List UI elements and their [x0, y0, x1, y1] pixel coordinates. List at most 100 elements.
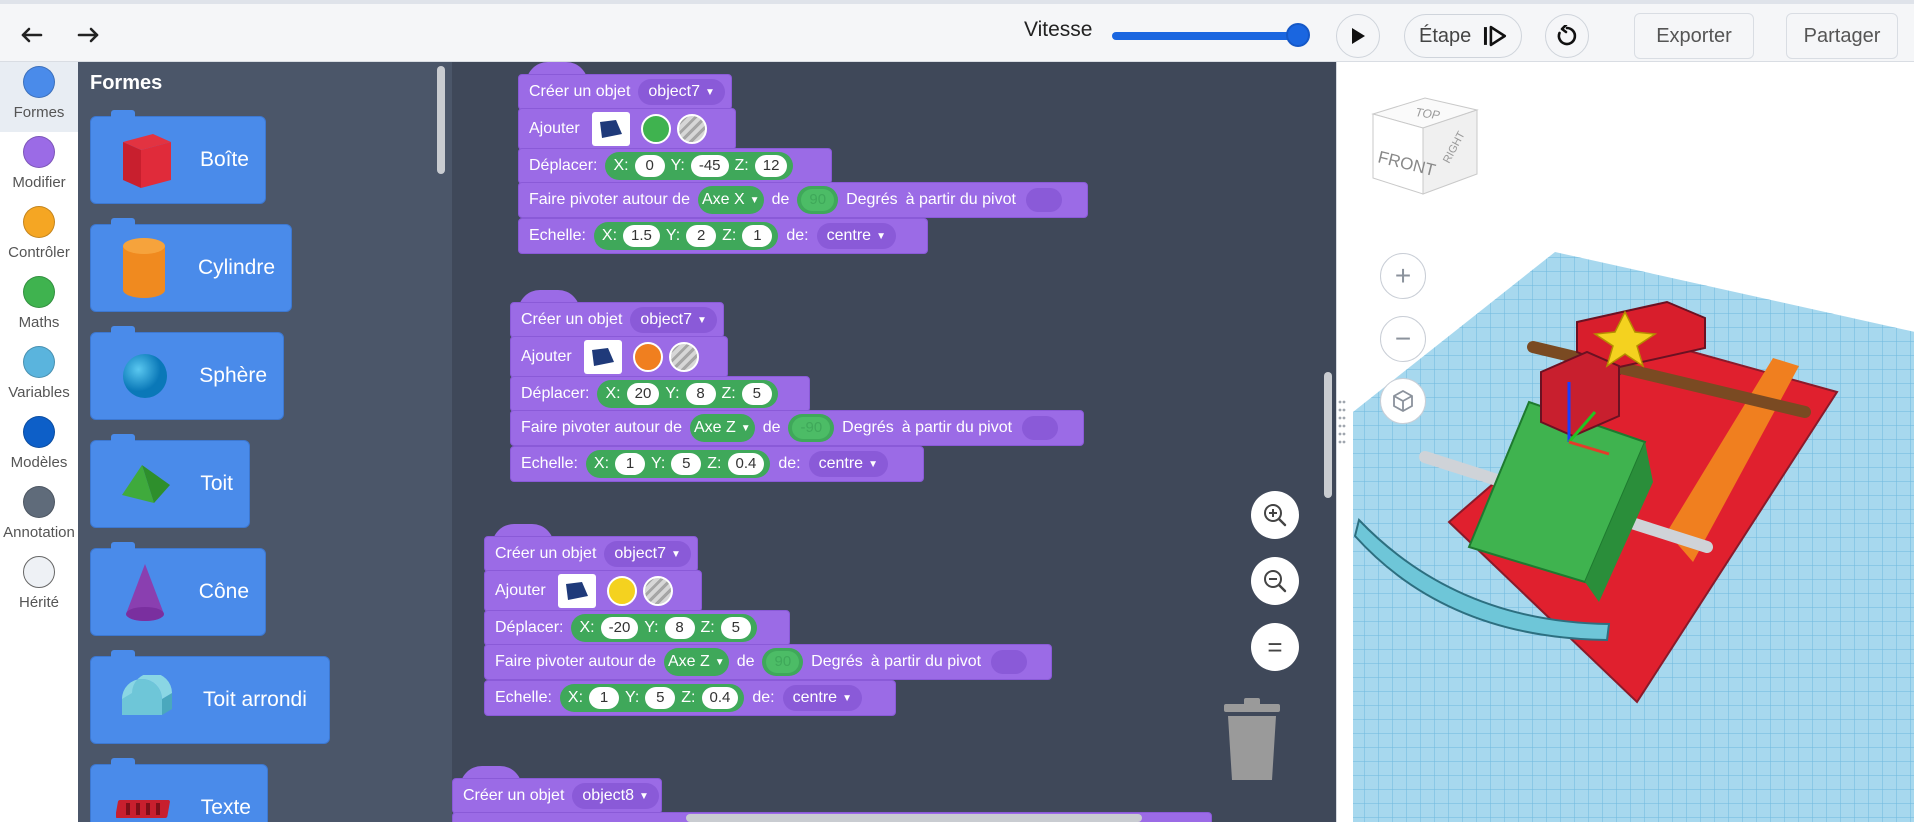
- move-block[interactable]: Déplacer: X:-20 Y:8 Z:5: [484, 610, 790, 646]
- rotate-block[interactable]: Faire pivoter autour de Axe Z▼ de -90 De…: [510, 410, 1084, 446]
- scale-from-dropdown[interactable]: centre▼: [816, 223, 896, 249]
- add-block[interactable]: Ajouter: [510, 336, 728, 378]
- palette-block-cylindre[interactable]: Cylindre: [90, 218, 292, 312]
- y-input[interactable]: -45: [690, 155, 729, 177]
- palette-block-toit-arrondi[interactable]: Toit arrondi: [90, 650, 330, 744]
- category-annotation[interactable]: Annotation: [0, 482, 78, 552]
- object-dropdown[interactable]: object7▼: [638, 79, 725, 105]
- palette-block-cone[interactable]: Cône: [90, 542, 266, 636]
- object-dropdown[interactable]: object8▼: [572, 783, 659, 809]
- axis-dropdown[interactable]: Axe X▼: [697, 186, 764, 214]
- y-input[interactable]: 5: [645, 687, 676, 709]
- panel-resize-handle[interactable]: [1338, 398, 1346, 452]
- add-block[interactable]: Ajouter: [484, 570, 702, 612]
- z-input[interactable]: 5: [720, 617, 751, 639]
- green-ramp-side[interactable]: [1585, 442, 1653, 602]
- create-object-block[interactable]: Créer un objet object8▼: [452, 778, 662, 814]
- x-input[interactable]: 0: [634, 155, 665, 177]
- create-object-block[interactable]: Créer un objet object7▼: [484, 536, 698, 572]
- orange-part[interactable]: [1667, 358, 1799, 562]
- angle-input[interactable]: -90: [792, 417, 831, 439]
- reset-zoom-button[interactable]: =: [1251, 623, 1299, 671]
- zoom-out-button[interactable]: [1251, 557, 1299, 605]
- scale-block[interactable]: Echelle: X:1 Y:5 Z:0.4 de: centre▼: [484, 680, 896, 716]
- x-input[interactable]: -20: [600, 617, 639, 639]
- category-modeles[interactable]: Modèles: [0, 412, 78, 482]
- object-dropdown[interactable]: object7▼: [630, 307, 717, 333]
- category-formes[interactable]: Formes: [0, 62, 78, 132]
- viewport-zoom-in-button[interactable]: +: [1380, 253, 1426, 299]
- x-input[interactable]: 1: [615, 453, 646, 475]
- 3d-scene[interactable]: [1337, 62, 1914, 822]
- speed-slider[interactable]: [1112, 23, 1310, 47]
- workspace-scrollbar[interactable]: [1324, 372, 1332, 498]
- 3d-viewport[interactable]: TOP FRONT RIGHT: [1336, 62, 1914, 822]
- code-workspace[interactable]: Créer un objet object7▼ Ajouter Déplacer…: [452, 62, 1336, 822]
- add-block[interactable]: Ajouter: [518, 108, 736, 150]
- y-input[interactable]: 8: [685, 383, 716, 405]
- move-block[interactable]: Déplacer: X:20 Y:8 Z:5: [510, 376, 810, 412]
- color-swatch[interactable]: [632, 342, 663, 372]
- palette-scrollbar[interactable]: [437, 66, 445, 174]
- z-input[interactable]: 1: [742, 225, 773, 247]
- y-input[interactable]: 8: [664, 617, 695, 639]
- hatch-swatch[interactable]: [668, 342, 699, 372]
- shape-thumbnail-icon[interactable]: [583, 340, 622, 374]
- x-input[interactable]: 1: [589, 687, 620, 709]
- restart-button[interactable]: [1545, 14, 1589, 58]
- create-object-block[interactable]: Créer un objet object7▼: [518, 74, 732, 110]
- export-button[interactable]: Exporter: [1634, 13, 1754, 59]
- speed-slider-thumb[interactable]: [1286, 23, 1310, 47]
- viewport-zoom-out-button[interactable]: −: [1380, 316, 1426, 362]
- axis-dropdown[interactable]: Axe Z▼: [663, 648, 729, 676]
- yellow-star[interactable]: [1592, 310, 1658, 368]
- y-input[interactable]: 5: [671, 453, 702, 475]
- scale-from-dropdown[interactable]: centre▼: [782, 685, 862, 711]
- rotate-block[interactable]: Faire pivoter autour de Axe X▼ de 90 Deg…: [518, 182, 1088, 218]
- pivot-slot[interactable]: [1022, 416, 1059, 440]
- shape-thumbnail-icon[interactable]: [557, 574, 596, 608]
- z-input[interactable]: 12: [754, 155, 788, 177]
- teal-plough[interactable]: [1353, 518, 1611, 642]
- x-input[interactable]: 20: [626, 383, 660, 405]
- view-cube[interactable]: TOP FRONT RIGHT: [1363, 90, 1483, 210]
- category-maths[interactable]: Maths: [0, 272, 78, 342]
- scale-block[interactable]: Echelle: X:1.5 Y:2 Z:1 de: centre▼: [518, 218, 928, 254]
- scale-block[interactable]: Echelle: X:1 Y:5 Z:0.4 de: centre▼: [510, 446, 924, 482]
- palette-block-toit[interactable]: Toit: [90, 434, 250, 528]
- palette-block-texte[interactable]: Texte: [90, 758, 268, 822]
- play-button[interactable]: [1336, 14, 1380, 58]
- category-variables[interactable]: Variables: [0, 342, 78, 412]
- axis-dropdown[interactable]: Axe Z▼: [689, 414, 755, 442]
- rotate-block[interactable]: Faire pivoter autour de Axe Z▼ de 90 Deg…: [484, 644, 1052, 680]
- redo-icon[interactable]: [70, 18, 106, 54]
- color-swatch[interactable]: [640, 114, 671, 144]
- pivot-slot[interactable]: [991, 650, 1028, 674]
- viewport-home-view-button[interactable]: [1380, 378, 1426, 424]
- x-input[interactable]: 1.5: [623, 225, 660, 247]
- angle-input[interactable]: 90: [766, 651, 800, 673]
- z-input[interactable]: 0.4: [701, 687, 739, 709]
- step-button[interactable]: Étape: [1404, 14, 1522, 58]
- color-swatch[interactable]: [606, 576, 637, 606]
- hatch-swatch[interactable]: [676, 114, 707, 144]
- z-input[interactable]: 5: [741, 383, 772, 405]
- shape-thumbnail-icon[interactable]: [591, 112, 630, 146]
- scale-from-dropdown[interactable]: centre▼: [808, 451, 888, 477]
- hatch-swatch[interactable]: [642, 576, 673, 606]
- share-button[interactable]: Partager: [1786, 13, 1898, 59]
- create-object-block[interactable]: Créer un objet object7▼: [510, 302, 724, 338]
- pivot-slot[interactable]: [1025, 188, 1062, 212]
- undo-icon[interactable]: [14, 18, 50, 54]
- object-dropdown[interactable]: object7▼: [604, 541, 691, 567]
- trash-icon[interactable]: [1222, 698, 1282, 782]
- zoom-in-button[interactable]: [1251, 491, 1299, 539]
- red-block-front[interactable]: [1540, 350, 1620, 438]
- palette-block-sphere[interactable]: Sphère: [90, 326, 284, 420]
- z-input[interactable]: 0.4: [727, 453, 765, 475]
- category-modifier[interactable]: Modifier: [0, 132, 78, 202]
- workspace-hscrollbar[interactable]: [686, 814, 1142, 822]
- category-controler[interactable]: Contrôler: [0, 202, 78, 272]
- y-input[interactable]: 2: [686, 225, 717, 247]
- angle-input[interactable]: 90: [801, 189, 835, 211]
